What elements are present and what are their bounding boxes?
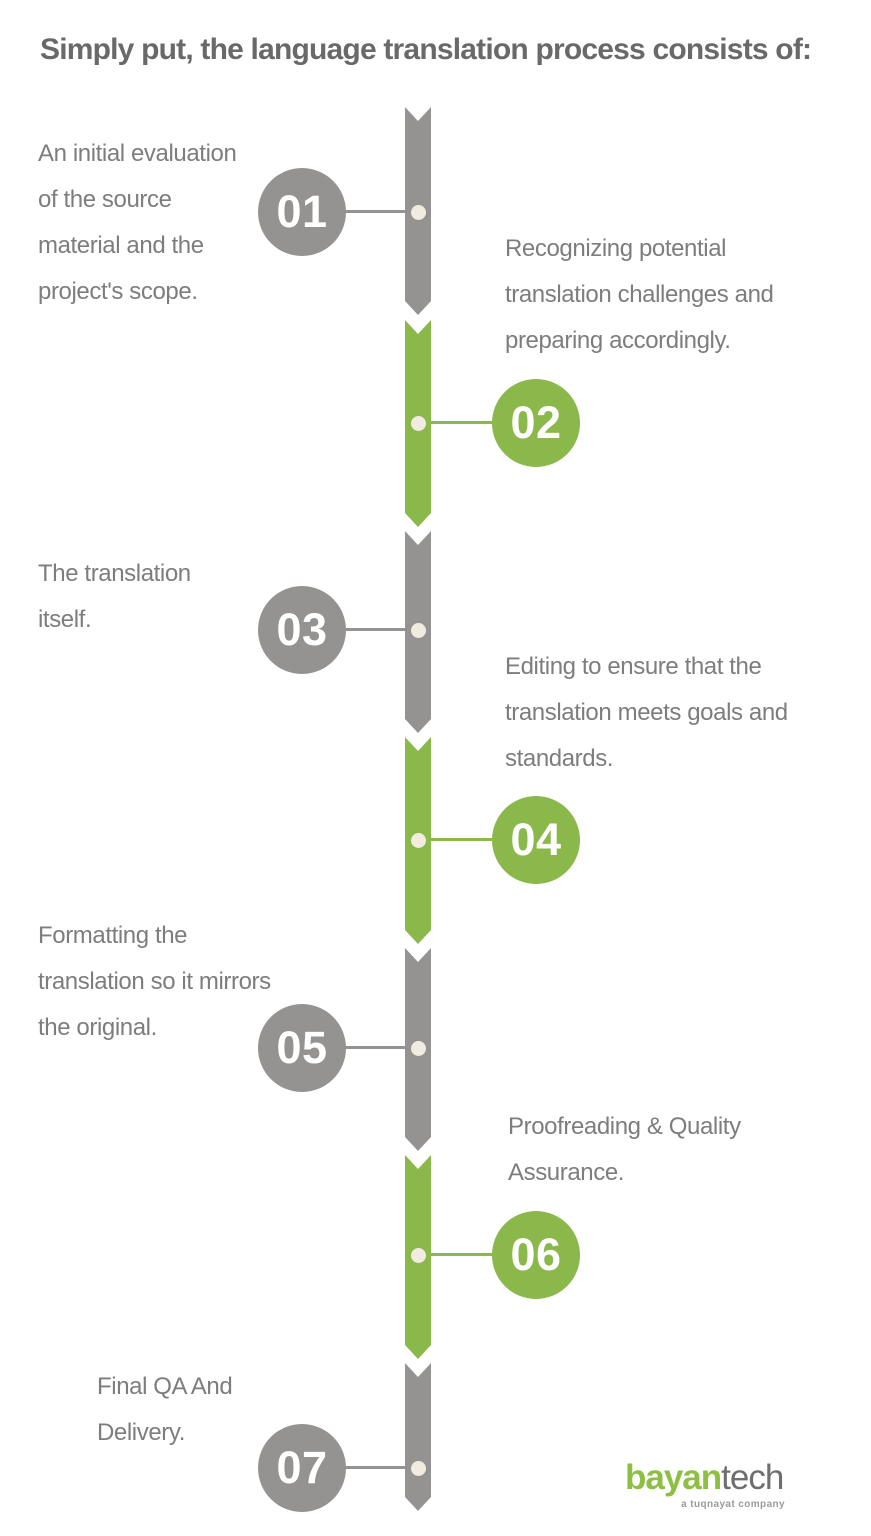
step-description-line: translation meets goals and — [505, 699, 788, 726]
step-description-line: translation challenges and — [505, 281, 774, 308]
step-number-07: 07 — [276, 1442, 328, 1493]
step-description-line: An initial evaluation — [38, 140, 237, 167]
brand-logo-tagline: a tuqnayat company — [681, 1499, 785, 1510]
timeline-node-04 — [410, 832, 426, 848]
step-description-line: material and the — [38, 232, 204, 259]
timeline-node-02 — [410, 415, 426, 431]
brand-logo: bayantech a tuqnayat company — [625, 1460, 785, 1511]
brand-logo-tech: tech — [721, 1458, 784, 1497]
timeline-node-03 — [410, 622, 426, 638]
page-title: Simply put, the language translation pro… — [40, 33, 812, 66]
step-description-line: Recognizing potential — [505, 235, 727, 262]
step-description-line: project's scope. — [38, 278, 198, 305]
connector-line-05 — [343, 1046, 418, 1049]
brand-logo-wordmark: bayantech — [625, 1460, 785, 1496]
step-badge-05: 05 — [258, 1004, 346, 1092]
step-description-line: Final QA And — [97, 1373, 233, 1400]
step-description-05: Formatting the translation so it mirrors t… — [38, 913, 271, 1051]
step-badge-03: 03 — [258, 586, 346, 674]
step-description-line: The translation — [38, 560, 191, 587]
connector-line-03 — [343, 628, 418, 631]
timeline-node-05 — [410, 1040, 426, 1056]
step-number-05: 05 — [276, 1022, 328, 1073]
brand-logo-bayan: bayan — [625, 1458, 722, 1497]
step-description-01: An initial evaluation of the source materi… — [38, 131, 237, 315]
step-description-line: the original. — [38, 1014, 157, 1041]
step-badge-01: 01 — [258, 168, 346, 256]
step-badge-07: 07 — [258, 1424, 346, 1512]
step-number-03: 03 — [276, 604, 328, 655]
step-number-06: 06 — [510, 1229, 562, 1280]
step-description-line: Delivery. — [97, 1419, 185, 1446]
connector-line-07 — [343, 1466, 418, 1469]
step-description-04: Editing to ensure that the translation me… — [505, 644, 788, 782]
timeline-node-07 — [410, 1460, 426, 1476]
connector-line-02 — [418, 421, 495, 424]
step-description-line: Editing to ensure that the — [505, 653, 762, 680]
step-description-line: standards. — [505, 745, 614, 772]
step-description-line: translation so it mirrors — [38, 968, 271, 995]
step-description-line: itself. — [38, 606, 92, 633]
connector-line-01 — [343, 210, 418, 213]
connector-line-06 — [418, 1253, 495, 1256]
step-badge-04: 04 — [492, 796, 580, 884]
step-description-line: of the source — [38, 186, 172, 213]
step-description-line: preparing accordingly. — [505, 327, 731, 354]
step-number-02: 02 — [510, 397, 562, 448]
step-description-line: Proofreading & Quality — [508, 1113, 741, 1140]
connector-line-04 — [418, 838, 495, 841]
step-badge-06: 06 — [492, 1211, 580, 1299]
timeline-node-01 — [410, 204, 426, 220]
timeline-node-06 — [410, 1247, 426, 1263]
timeline-segment-07 — [405, 1363, 431, 1511]
step-description-line: Assurance. — [508, 1159, 625, 1186]
step-number-04: 04 — [510, 814, 562, 865]
step-description-03: The translation itself. — [38, 551, 191, 643]
step-description-02: Recognizing potential translation challen… — [505, 226, 774, 364]
step-number-01: 01 — [276, 186, 328, 237]
step-badge-02: 02 — [492, 379, 580, 467]
step-description-line: Formatting the — [38, 922, 188, 949]
